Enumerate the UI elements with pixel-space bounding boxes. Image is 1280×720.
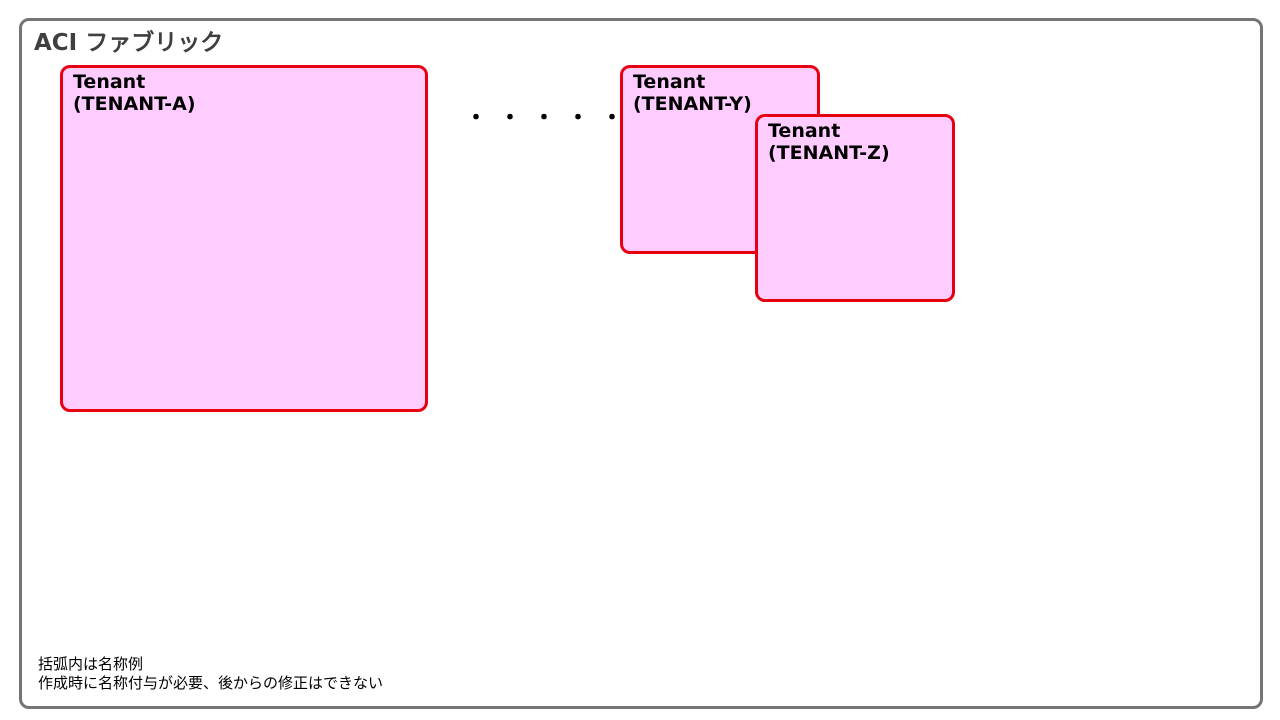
footnote: 括弧内は名称例 作成時に名称付与が必要、後からの修正はできない [38,655,383,693]
tenant-type-label: Tenant [633,71,706,93]
tenant-name-label: (TENANT-A) [73,93,196,115]
tenant-type-label: Tenant [768,120,841,142]
tenant-label: Tenant (TENANT-Z) [768,120,890,164]
tenant-box-a: Tenant (TENANT-A) [60,65,428,412]
tenant-name-label: (TENANT-Z) [768,142,890,164]
tenant-type-label: Tenant [73,71,146,93]
tenant-label: Tenant (TENANT-A) [73,71,196,115]
tenant-label: Tenant (TENANT-Y) [633,71,752,115]
tenant-name-label: (TENANT-Y) [633,93,752,115]
fabric-title: ACI ファブリック [34,30,224,56]
aci-fabric-container: ACI ファブリック [19,18,1263,709]
tenant-box-y: Tenant (TENANT-Y) [620,65,820,254]
footnote-line: 括弧内は名称例 [38,655,144,673]
footnote-line: 作成時に名称付与が必要、後からの修正はできない [38,674,384,692]
tenant-box-z: Tenant (TENANT-Z) [755,114,955,302]
ellipsis-dots: ・・・・・ [465,106,636,131]
